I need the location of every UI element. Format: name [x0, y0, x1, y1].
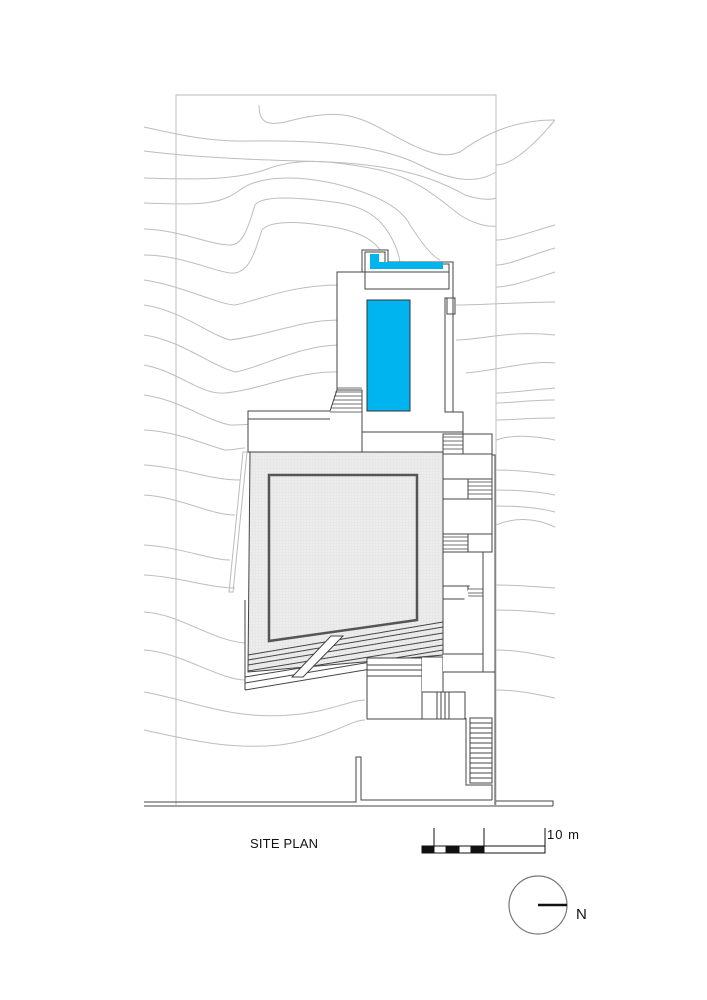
- street-edge: [144, 756, 554, 807]
- east-rooms: [442, 431, 496, 805]
- site-boundary: [175, 94, 497, 805]
- north-arrow-icon: [508, 875, 568, 935]
- contour-lines: [143, 104, 556, 747]
- west-wall: [228, 451, 248, 593]
- scale-label: 10 m: [547, 827, 580, 842]
- building: [247, 249, 464, 453]
- scale-bar: [421, 828, 546, 854]
- drawing-title: SITE PLAN: [250, 836, 319, 851]
- west-terrace-stair: [330, 387, 362, 413]
- north-label: N: [576, 906, 587, 923]
- south-east-stair: [465, 717, 493, 800]
- courtyard: [244, 451, 444, 691]
- east-stairs: [443, 436, 492, 597]
- pool: [366, 254, 443, 412]
- south-block: [366, 653, 495, 720]
